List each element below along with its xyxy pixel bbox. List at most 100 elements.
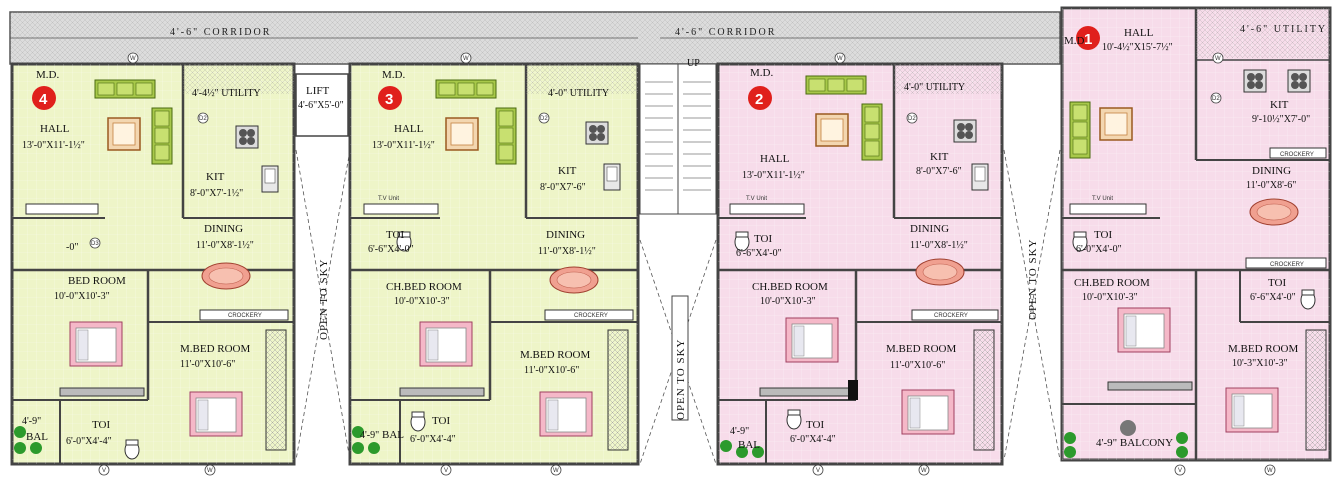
- unit-2-hall: HALL: [760, 153, 790, 165]
- stair-up-label: UP: [687, 58, 700, 69]
- unit-2-toilet: TOI: [806, 419, 824, 431]
- unit-3-utility: 4'-0" UTILITY: [548, 88, 609, 99]
- unit-3-number: 3: [385, 91, 393, 108]
- window-marker: W: [553, 468, 559, 474]
- unit-3-toilet-top: TOI: [386, 229, 404, 241]
- window-marker: W: [1215, 56, 1221, 62]
- unit-4: 4 M.D. HALL 13'-0"X11'-1½" 4'-4½" UTILIT…: [10, 62, 296, 466]
- unit-2-main-door: M.D.: [750, 67, 773, 79]
- unit-2-dining: DINING: [910, 223, 949, 235]
- ventilator-marker: V: [816, 468, 820, 474]
- lift-shaft: LIFT 4'-6"X5'-0" OPEN TO SKY: [295, 73, 351, 461]
- unit-4-dining: DINING: [204, 223, 243, 235]
- unit-1-child-bed-dim: 10'-0"X10'-3": [1082, 292, 1138, 303]
- unit-2-toilet-top: TOI: [754, 233, 772, 245]
- ventilator-marker: V: [444, 468, 448, 474]
- door-marker: D2: [1212, 96, 1220, 102]
- unit-4-master-bed: M.BED ROOM: [180, 343, 251, 355]
- window-marker: W: [207, 468, 213, 474]
- open-to-sky-3-area: OPEN TO SKY: [1003, 149, 1061, 461]
- unit-4-kit-dim: 8'-0"X7'-1½": [190, 188, 243, 199]
- corridor-label-right: 4'-6" CORRIDOR: [675, 27, 776, 38]
- unit-3-dining: DINING: [546, 229, 585, 241]
- unit-4-hall-dim: 13'-0"X11'-1½": [22, 140, 85, 151]
- unit-3-tv-unit: T.V Unit: [378, 196, 399, 202]
- unit-1-dining-dim: 11'-0"X8'-6": [1246, 180, 1296, 191]
- unit-3-hall: HALL: [394, 123, 424, 135]
- open-to-sky-1: OPEN TO SKY: [318, 259, 330, 341]
- unit-3-crockery: CROCKERY: [574, 313, 608, 319]
- unit-2-toilet-dim: 6'-0"X4'-4": [790, 434, 836, 445]
- unit-3-main-door: M.D.: [382, 69, 405, 81]
- unit-3-child-bed: CH.BED ROOM: [386, 281, 462, 293]
- corridor-label-left: 4'-6" CORRIDOR: [170, 27, 271, 38]
- unit-2-bal: BAL: [738, 439, 760, 451]
- unit-4-toilet-dim: 6'-0"X4'-4": [66, 436, 112, 447]
- unit-2: 2 M.D. HALL 13'-0"X11'-1½" 4'-0" UTILITY…: [716, 62, 1004, 466]
- unit-3-kit-dim: 8'-0"X7'-6": [540, 182, 586, 193]
- unit-2-dining-dim: 11'-0"X8'-1½": [910, 240, 968, 251]
- unit-1-master-bed-dim: 10'-3"X10'-3": [1232, 358, 1288, 369]
- unit-1-dining: DINING: [1252, 165, 1291, 177]
- unit-4-crockery: CROCKERY: [228, 313, 262, 319]
- unit-4-bal: BAL: [26, 431, 48, 443]
- unit-2-marker: [748, 86, 772, 110]
- unit-4-main-door: M.D.: [36, 69, 59, 81]
- unit-3-bal: BAL: [382, 429, 404, 441]
- open-to-sky-2: OPEN TO SKY: [675, 339, 687, 421]
- window-marker: W: [837, 56, 843, 62]
- window-marker: W: [463, 56, 469, 62]
- unit-1-crockery-top: CROCKERY: [1280, 152, 1314, 158]
- unit-3-bal-dim: 4'-9": [360, 430, 379, 441]
- unit-2-toilet-top-dim: 6'-6"X4'-0": [736, 248, 782, 259]
- unit-3-dining-dim: 11'-0"X8'-1½": [538, 246, 596, 257]
- window-marker: W: [921, 468, 927, 474]
- unit-4-dining-dim: 11'-0"X8'-1½": [196, 240, 254, 251]
- unit-2-number: 2: [755, 91, 763, 108]
- unit-1-balcony: 4'-9" BALCONY: [1096, 437, 1173, 449]
- lift-dim: 4'-6"X5'-0": [298, 100, 344, 111]
- window-marker: W: [130, 56, 136, 62]
- unit-3-marker: [378, 86, 402, 110]
- unit-1-tv-unit: T.V Unit: [1092, 196, 1113, 202]
- unit-4-hall: HALL: [40, 123, 70, 135]
- unit-3-kit: KIT: [558, 165, 577, 177]
- unit-3: 3 M.D. HALL 13'-0"X11'-1½" 4'-0" UTILITY…: [348, 62, 640, 466]
- door-marker: D2: [908, 116, 916, 122]
- unit-1-utility: 4'-6" UTILITY: [1240, 24, 1327, 35]
- unit-2-hall-dim: 13'-0"X11'-1½": [742, 170, 805, 181]
- unit-4-utility: 4'-4½" UTILITY: [192, 88, 261, 99]
- unit-2-master-bed-dim: 11'-0"X10'-6": [890, 360, 945, 371]
- unit-2-bal-dim: 4'-9": [730, 426, 749, 437]
- unit-1-toilet: TOI: [1268, 277, 1286, 289]
- unit-2-tv-unit: T.V Unit: [746, 196, 767, 202]
- open-to-sky-3: OPEN TO SKY: [1027, 239, 1039, 321]
- unit-4-number: 4: [39, 91, 48, 108]
- unit-2-crockery: CROCKERY: [934, 313, 968, 319]
- unit-1-master-bed: M.BED ROOM: [1228, 343, 1299, 355]
- unit-1: 1 M.D HALL 10'-4½"X15'-7½" 4'-6" UTILITY…: [1060, 6, 1332, 462]
- unit-1-main-door: M.D: [1064, 35, 1085, 47]
- unit-1-crockery-bottom: CROCKERY: [1270, 262, 1304, 268]
- unit-1-toilet-top: TOI: [1094, 229, 1112, 241]
- unit-3-child-bed-dim: 10'-0"X10'-3": [394, 296, 450, 307]
- unit-4-bed-room-dim: 10'-0"X10'-3": [54, 291, 110, 302]
- ventilator-marker: V: [1178, 468, 1182, 474]
- unit-4-toilet: TOI: [92, 419, 110, 431]
- unit-3-toilet: TOI: [432, 415, 450, 427]
- unit-4-bed-room: BED ROOM: [68, 275, 126, 287]
- unit-1-hall: HALL: [1124, 27, 1154, 39]
- unit-1-kit: KIT: [1270, 99, 1289, 111]
- unit-1-number: 1: [1084, 31, 1092, 48]
- unit-4-toi-partial: -0": [66, 242, 78, 253]
- unit-1-hall-dim: 10'-4½"X15'-7½": [1102, 42, 1173, 53]
- door-marker: D3: [91, 241, 99, 247]
- unit-1-kit-dim: 9'-10½"X7'-0": [1252, 114, 1310, 125]
- window-markers: W W W W V W V W V W V W D2 D3 D2 D2 D2: [89, 52, 1276, 476]
- unit-1-toilet-dim: 6'-6"X4'-0": [1250, 292, 1296, 303]
- unit-2-kit-dim: 8'-0"X7'-6": [916, 166, 962, 177]
- unit-2-master-bed: M.BED ROOM: [886, 343, 957, 355]
- door-marker: D2: [540, 116, 548, 122]
- unit-2-child-bed: CH.BED ROOM: [752, 281, 828, 293]
- unit-1-toilet-top-dim: 6'-0"X4'-0": [1076, 244, 1122, 255]
